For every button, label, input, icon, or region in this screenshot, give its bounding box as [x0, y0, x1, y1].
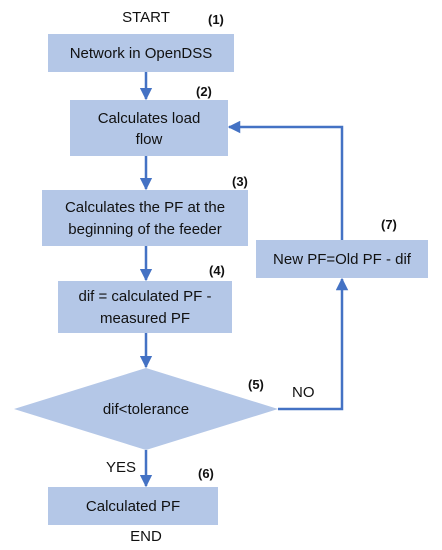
step-4-box [58, 281, 232, 333]
step-3-number: (3) [232, 174, 248, 189]
step-4-number: (4) [209, 263, 225, 278]
step-1-box [48, 34, 234, 72]
step-3-box [42, 190, 248, 246]
step-7-number: (7) [381, 217, 397, 232]
step-5-decision [14, 368, 278, 450]
arrow-no-to-step7 [278, 277, 349, 411]
step-2-text-line-1: Calculates load [98, 110, 201, 127]
step-7-text: New PF=Old PF - dif [273, 251, 412, 268]
step-2-box [70, 100, 228, 156]
step-7-box [256, 240, 428, 278]
step-4-text-line-1: dif = calculated PF - [79, 288, 212, 305]
step-6-box [48, 487, 218, 525]
step-1-number: (1) [208, 12, 224, 27]
arrow-step7-to-step2 [227, 120, 344, 240]
end-label: END [130, 528, 162, 545]
step-2-number: (2) [196, 84, 212, 99]
yes-branch-label: YES [106, 459, 136, 476]
step-6-number: (6) [198, 466, 214, 481]
step-6-text: Calculated PF [86, 498, 180, 515]
start-label: START [122, 9, 170, 26]
step-3-text-line-1: Calculates the PF at the [65, 199, 225, 216]
step-5-number: (5) [248, 377, 264, 392]
no-branch-label: NO [292, 384, 315, 401]
step-2-text-line-2: flow [136, 131, 163, 148]
step-3-text-line-2: beginning of the feeder [68, 221, 221, 238]
step-1-text: Network in OpenDSS [70, 45, 213, 62]
step-4-text-line-2: measured PF [100, 310, 190, 327]
step-5-text: dif<tolerance [103, 401, 189, 418]
